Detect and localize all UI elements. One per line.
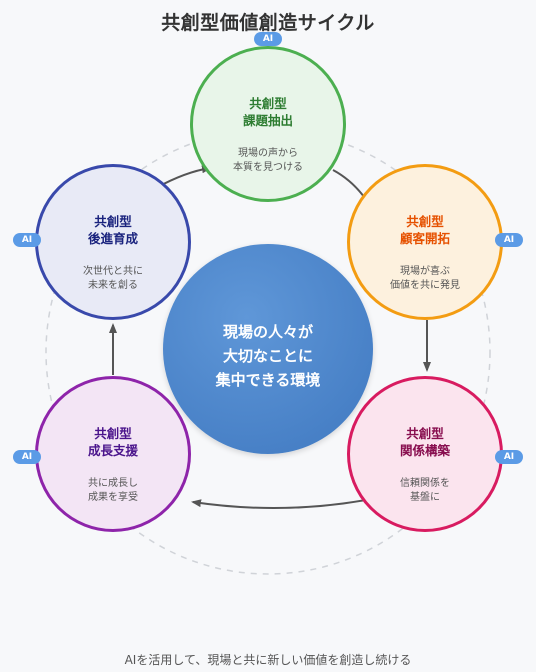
node-customer-development: 共創型 顧客開拓 現場が喜ぶ 価値を共に発見 — [347, 164, 503, 320]
center-goal-text: 現場の人々が 大切なことに 集中できる環境 — [215, 323, 321, 389]
footer-caption: AIを活用して、現場と共に新しい価値を創造し続ける — [124, 653, 412, 667]
node-relationship-building: 共創型 関係構築 信頼関係を 基盤に — [347, 376, 503, 532]
node-title: 共創型 課題抽出 — [242, 96, 293, 128]
node-successor-training: 共創型 後進育成 次世代と共に 未来を創る — [35, 164, 191, 320]
arrow-relation-to-growth — [191, 499, 367, 509]
node-title: 共創型 成長支援 — [87, 426, 138, 458]
node-description: 信頼関係を 基盤に — [400, 478, 450, 503]
node-title: 共創型 後進育成 — [87, 214, 138, 246]
node-description: 現場が喜ぶ 価値を共に発見 — [390, 266, 460, 291]
ai-badge-upper-right: AI — [495, 233, 523, 247]
node-description: 共に成長し 成果を享受 — [88, 478, 138, 503]
node-growth-support: 共創型 成長支援 共に成長し 成果を享受 — [35, 376, 191, 532]
node-issue-extraction: 共創型 課題抽出 現場の声から 本質を見つける — [190, 46, 346, 202]
ai-badge-upper-left: AI — [13, 233, 41, 247]
node-title: 共創型 関係構築 — [399, 426, 450, 458]
diagram-title: 共創型価値創造サイクル — [161, 12, 375, 34]
ai-badge-lower-right: AI — [495, 450, 523, 464]
ai-badge-lower-left: AI — [13, 450, 41, 464]
node-description: 現場の声から 本質を見つける — [233, 148, 303, 173]
node-title: 共創型 顧客開拓 — [399, 214, 450, 246]
center-goal-circle: 現場の人々が 大切なことに 集中できる環境 — [163, 244, 373, 454]
ai-badge-top: AI — [254, 32, 282, 46]
node-description: 次世代と共に 未来を創る — [83, 266, 143, 291]
